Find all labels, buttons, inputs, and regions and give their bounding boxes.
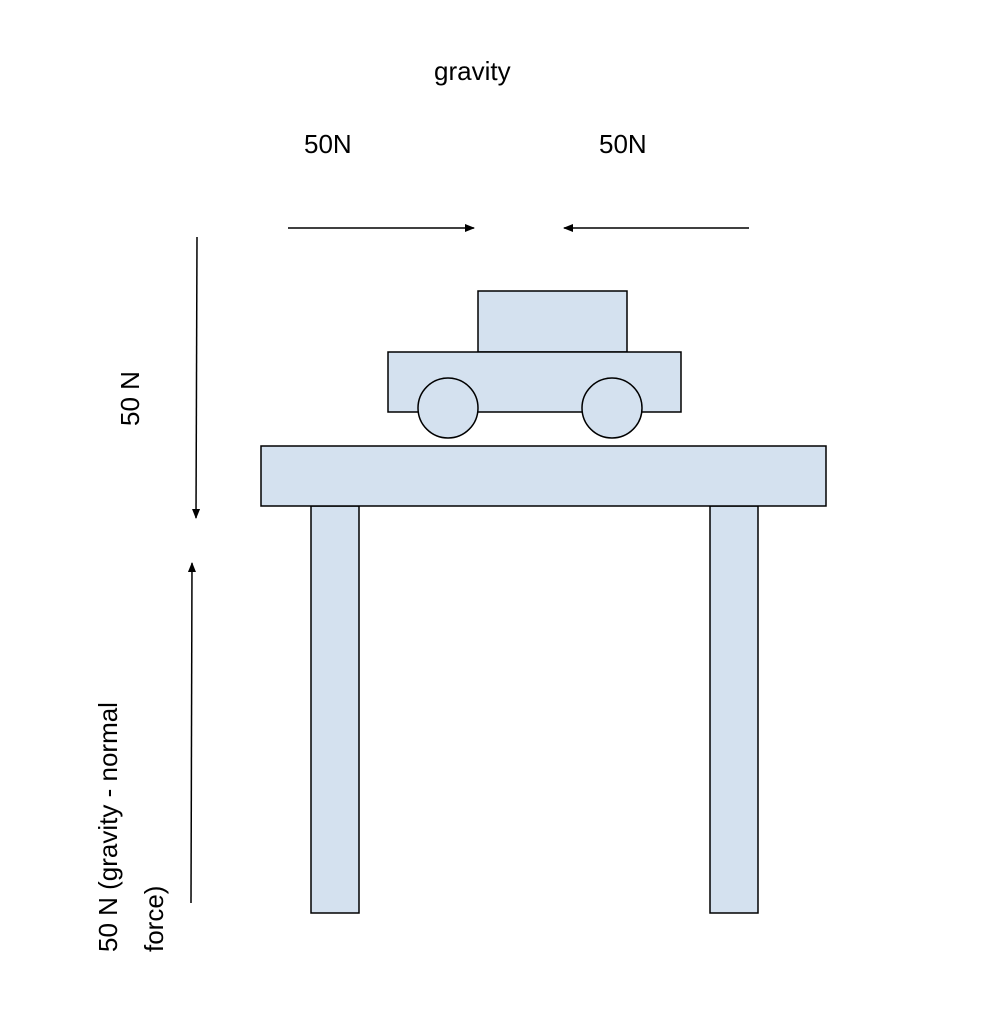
table-top [260,445,827,507]
right-force-label: 50N [599,129,647,159]
table-leg-right [709,505,759,914]
table-leg-left [310,505,360,914]
up-force-label-line1: 50 N (gravity - normal [93,702,123,952]
down-force-label: 50 N [115,371,145,426]
gravity-arrow-down [192,236,201,519]
car-wheel-left [417,377,479,439]
gravity-title: gravity [434,56,511,86]
up-force-label-line2: force) [139,885,169,952]
normal-arrow-up [187,562,196,904]
car-wheel-right [581,377,643,439]
car-cabin [477,290,628,353]
left-force-label: 50N [304,129,352,159]
